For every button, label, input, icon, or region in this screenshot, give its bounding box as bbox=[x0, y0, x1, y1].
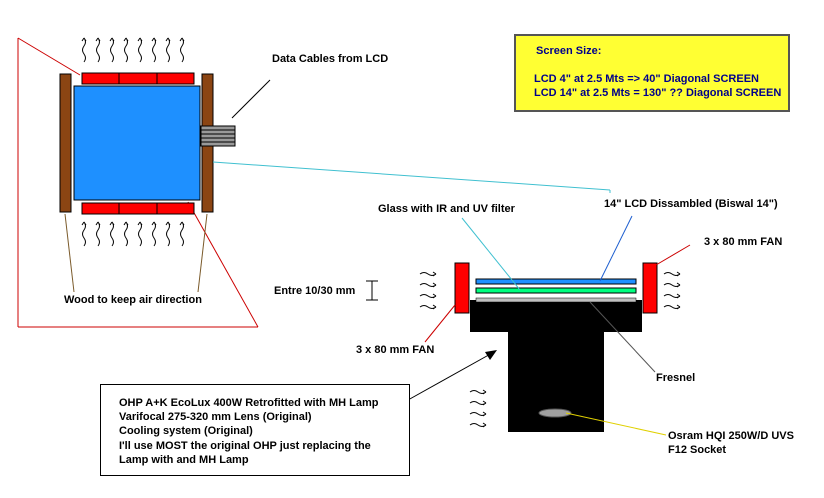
label-fan-right: 3 x 80 mm FAN bbox=[704, 236, 783, 248]
screen-size-title: Screen Size: bbox=[536, 45, 602, 57]
label-lcd-14: 14" LCD Dissambled (Biswal 14") bbox=[604, 198, 778, 210]
ohp-note-line-1: OHP A+K EcoLux 400W Retrofitted with MH … bbox=[119, 397, 379, 409]
label-data-cables: Data Cables from LCD bbox=[272, 53, 389, 65]
airflow-top bbox=[81, 37, 185, 63]
airflow-ohp bbox=[419, 271, 681, 428]
data-cable-connector bbox=[200, 125, 236, 147]
ohp-note-line-5: Lamp with and MH Lamp bbox=[119, 454, 249, 466]
screen-size-note: Screen Size: LCD 4" at 2.5 Mts => 40" Di… bbox=[514, 34, 790, 112]
label-gap-distance: Entre 10/30 mm bbox=[274, 285, 356, 297]
label-fresnel: Fresnel bbox=[656, 372, 696, 384]
lcd-assembly-detail bbox=[59, 72, 236, 215]
fan-row-top bbox=[81, 72, 195, 85]
label-lamp-line2: F12 Socket bbox=[668, 444, 727, 456]
fresnel-lens bbox=[475, 297, 637, 303]
ohp-note-line-2: Varifocal 275-320 mm Lens (Original) bbox=[119, 411, 312, 423]
ohp-head bbox=[470, 300, 642, 332]
fan-left-side bbox=[454, 262, 470, 314]
ohp-assembly bbox=[454, 262, 658, 432]
zoom-outline bbox=[17, 37, 259, 328]
pointer-lines-right bbox=[407, 215, 691, 436]
mh-lamp bbox=[538, 408, 572, 418]
ohp-note-line-3: Cooling system (Original) bbox=[119, 425, 253, 437]
lcd-panel bbox=[73, 85, 201, 201]
airflow-bottom bbox=[81, 221, 185, 247]
label-fan-left: 3 x 80 mm FAN bbox=[356, 344, 435, 356]
glass-ir-uv-filter bbox=[475, 287, 637, 294]
fan-row-bottom bbox=[81, 202, 195, 215]
gap-dimension-marker bbox=[366, 280, 378, 301]
lcd-14-panel bbox=[475, 278, 637, 285]
wood-panel-left bbox=[59, 73, 72, 213]
pointer-lines-left bbox=[64, 79, 611, 293]
screen-size-line-2: LCD 14" at 2.5 Mts = 130" ?? Diagonal SC… bbox=[534, 87, 782, 99]
label-wood: Wood to keep air direction bbox=[64, 294, 202, 306]
screen-size-line-1: LCD 4" at 2.5 Mts => 40" Diagonal SCREEN bbox=[534, 73, 759, 85]
ohp-note-line-4: I'll use MOST the original OHP just repl… bbox=[119, 440, 371, 452]
ohp-notes-box: OHP A+K EcoLux 400W Retrofitted with MH … bbox=[100, 384, 410, 476]
fan-right-side bbox=[642, 262, 658, 314]
label-glass-filter: Glass with IR and UV filter bbox=[378, 203, 515, 215]
label-lamp-line1: Osram HQI 250W/D UVS bbox=[668, 430, 794, 442]
